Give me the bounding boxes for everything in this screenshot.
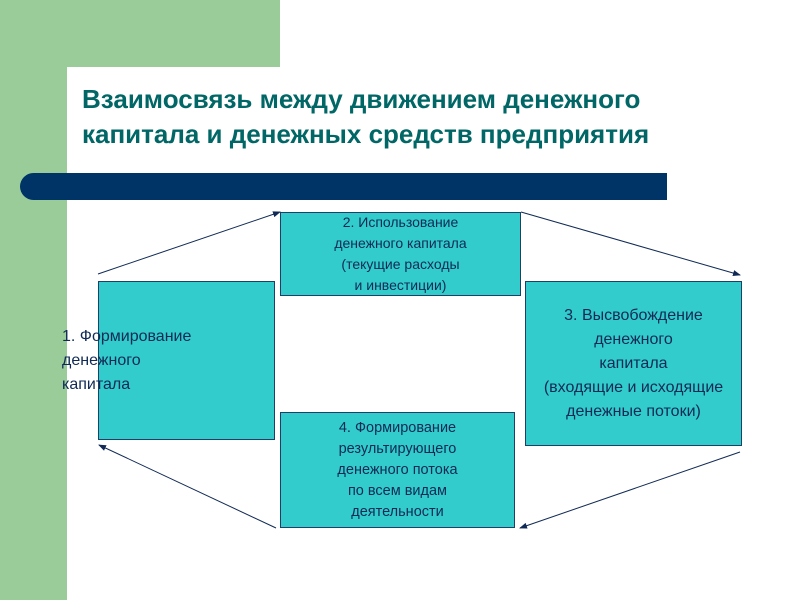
stage-3-label: 3. Высвобождение денежного капитала (вхо… (543, 306, 724, 420)
arrow-2-to-3 (520, 211, 741, 276)
stage-4-box: 4. Формирование результирующего денежног… (280, 412, 515, 528)
arrow-3-to-4 (519, 451, 741, 529)
decor-green-left (0, 0, 67, 600)
title-bar (20, 173, 667, 200)
arrow-1-to-2 (97, 211, 281, 275)
decor-corner (67, 67, 107, 107)
slide-title: Взаимосвязь между движением денежного ка… (82, 84, 650, 149)
arrow-4-to-1 (98, 444, 277, 529)
stage-3-box: 3. Высвобождение денежного капитала (вхо… (525, 281, 742, 446)
stage-4-label: 4. Формирование результирующего денежног… (337, 419, 458, 520)
stage-2-box: 2. Использование денежного капитала (тек… (280, 212, 521, 296)
stage-1-label: 1. Формирование денежного капитала (62, 328, 192, 393)
stage-2-label: 2. Использование денежного капитала (тек… (334, 214, 467, 293)
stage-1-box (98, 281, 275, 440)
